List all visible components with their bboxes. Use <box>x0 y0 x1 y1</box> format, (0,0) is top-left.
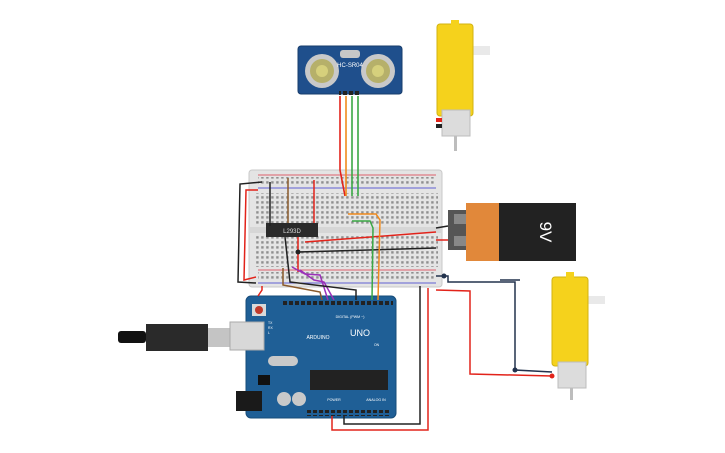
arduino-uno-board[interactable]: ARDUINO UNO DIGITAL (PWM ~) POWER ANALOG… <box>229 295 397 419</box>
motor-driver-chip[interactable]: L293D <box>266 223 318 237</box>
usb-cable[interactable] <box>118 324 232 351</box>
ultrasonic-sensor[interactable]: HC-SR04 <box>297 45 403 96</box>
digital-header-label: DIGITAL (PWM ~) <box>336 315 365 319</box>
dc-motor-right[interactable] <box>551 272 605 400</box>
brand-label: ARDUINO <box>306 335 329 341</box>
dc-motor-top[interactable] <box>436 20 490 151</box>
chip-label: L293D <box>283 229 301 235</box>
tx-label: TX <box>268 321 273 325</box>
battery-label: 9V <box>536 222 555 243</box>
l-label: L <box>268 331 270 335</box>
battery-9v[interactable]: 9V <box>448 203 576 261</box>
on-label: ON <box>374 343 380 347</box>
analog-header-label: ANALOG IN <box>366 398 386 402</box>
power-header-label: POWER <box>327 398 341 402</box>
model-label: UNO <box>350 328 370 338</box>
rx-label: RX <box>268 326 273 330</box>
sensor-model-label: HC-SR04 <box>337 63 363 69</box>
junction-dots <box>295 249 555 379</box>
sensor-wires <box>339 96 359 197</box>
